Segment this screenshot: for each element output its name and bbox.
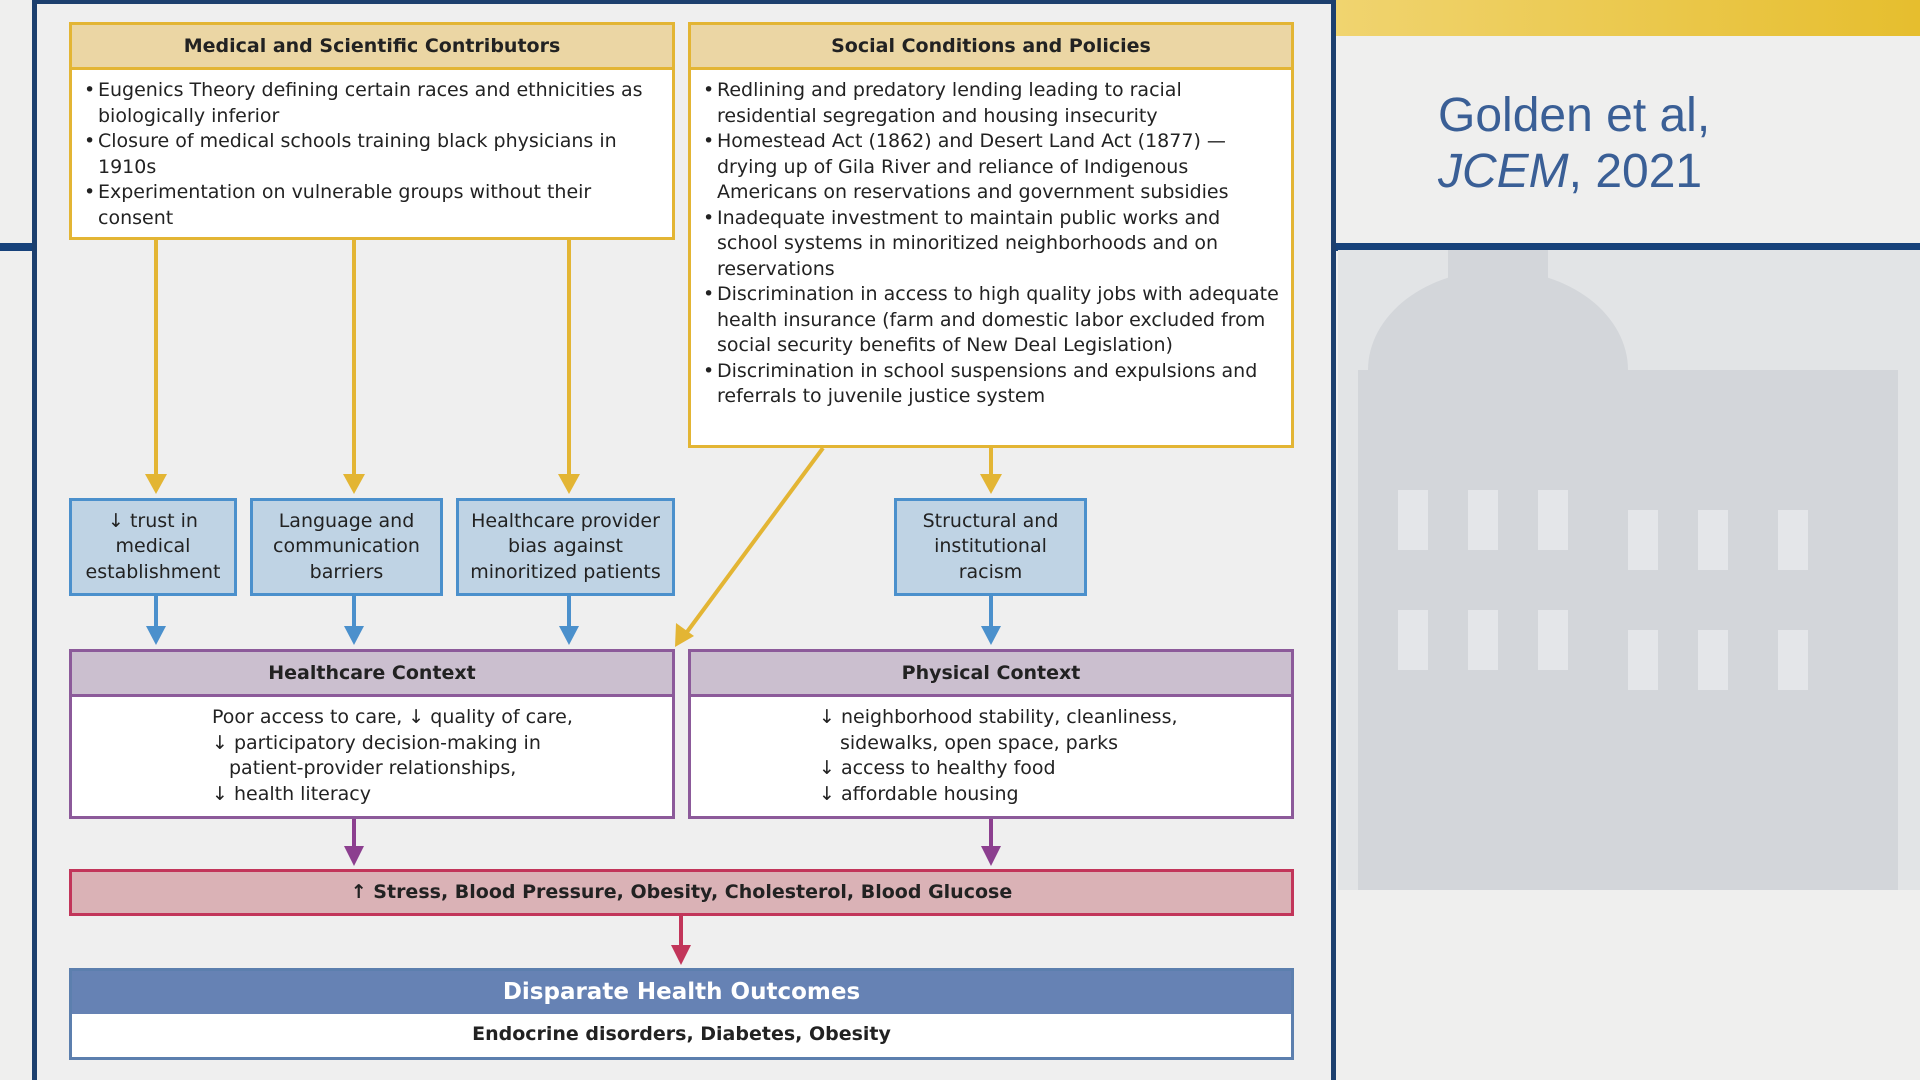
physical-context-line: ↓ neighborhood stability, cleanliness, — [819, 706, 1178, 728]
medical-bullet: Closure of medical schools training blac… — [84, 129, 660, 180]
arrow-social-to-healthcare — [685, 446, 825, 634]
physical-context-title: Physical Context — [691, 652, 1291, 697]
healthcare-context-line: patient-provider relationships, — [229, 757, 517, 779]
social-bullet: Discrimination in access to high quality… — [703, 282, 1279, 359]
social-bullet: Inadequate investment to maintain public… — [703, 206, 1279, 283]
social-bullet: Homestead Act (1862) and Desert Land Act… — [703, 129, 1279, 206]
social-bullet: Redlining and predatory lending leading … — [703, 78, 1279, 129]
medical-scientific-box: Medical and Scientific Contributors Euge… — [69, 22, 675, 240]
physical-context-line: ↓ affordable housing — [819, 782, 1019, 805]
healthcare-context-title: Healthcare Context — [72, 652, 672, 697]
background-building-image — [1338, 250, 1920, 890]
language-box: Language and communication barriers — [250, 498, 443, 596]
citation-year: , 2021 — [1568, 145, 1703, 198]
social-conditions-title: Social Conditions and Policies — [691, 25, 1291, 70]
physical-context-line: ↓ access to healthy food — [819, 757, 1056, 779]
diagram-canvas: Medical and Scientific Contributors Euge… — [37, 4, 1331, 1080]
citation-journal: JCEM — [1438, 145, 1569, 198]
connector-arrows — [145, 240, 1002, 965]
structural-racism-box: Structural and institutional racism — [894, 498, 1087, 596]
medical-scientific-title: Medical and Scientific Contributors — [72, 25, 672, 70]
healthcare-context-line: ↓ participatory decision-making in — [212, 731, 541, 754]
provider-bias-box: Healthcare provider bias against minorit… — [456, 498, 675, 596]
healthcare-context-line: Poor access to care, ↓ quality of care, — [212, 706, 573, 728]
citation: Golden et al, JCEM, 2021 — [1438, 88, 1710, 200]
medical-bullet: Eugenics Theory defining certain races a… — [84, 78, 660, 129]
medical-bullet: Experimentation on vulnerable groups wit… — [84, 180, 660, 231]
health-outcomes-body: Endocrine disorders, Diabetes, Obesity — [472, 1023, 891, 1045]
social-bullet: Discrimination in school suspensions and… — [703, 359, 1279, 410]
health-outcomes-box: Disparate Health Outcomes Endocrine diso… — [69, 968, 1294, 1060]
healthcare-context-box: Healthcare Context Poor access to care, … — [69, 649, 675, 819]
social-conditions-box: Social Conditions and Policies Redlining… — [688, 22, 1294, 448]
header-gold-band — [1330, 0, 1920, 36]
physical-context-box: Physical Context ↓ neighborhood stabilit… — [688, 649, 1294, 819]
trust-box: ↓ trust in medical establishment — [69, 498, 237, 596]
citation-authors: Golden et al, — [1438, 89, 1711, 142]
stress-biomarkers-box: ↑ Stress, Blood Pressure, Obesity, Chole… — [69, 869, 1294, 916]
healthcare-context-line: ↓ health literacy — [212, 782, 371, 805]
physical-context-line: sidewalks, open space, parks — [840, 731, 1119, 754]
health-outcomes-title: Disparate Health Outcomes — [72, 971, 1291, 1014]
